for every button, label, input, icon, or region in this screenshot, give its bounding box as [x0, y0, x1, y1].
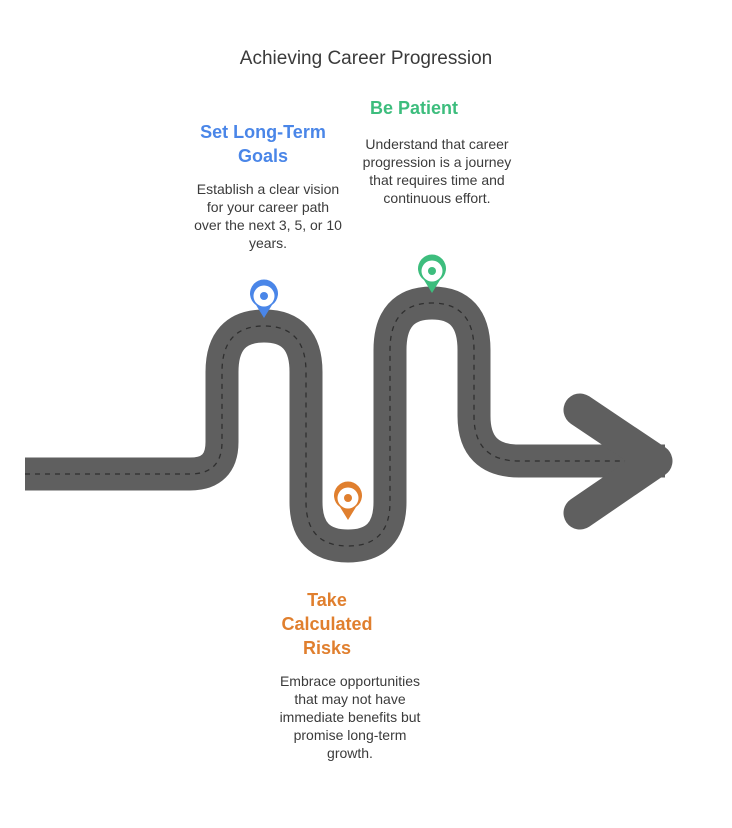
- goals-description: Establish a clear vision for your career…: [194, 181, 342, 251]
- risks-description: Embrace opportunities that may not have …: [279, 673, 421, 761]
- diagram-title: Achieving Career Progression: [239, 48, 493, 69]
- risks-location-pin-icon: [334, 481, 362, 520]
- goals-title: Set Long-Term Goals: [200, 122, 326, 166]
- arrow-head-icon: [563, 393, 673, 530]
- risks-title: Take Calculated Risks: [281, 590, 373, 658]
- patient-location-pin-icon: [418, 254, 446, 293]
- road-center-line: [25, 302, 625, 547]
- patient-description: Understand that career progression is a …: [362, 136, 512, 206]
- goals-location-pin-icon: [250, 279, 278, 318]
- patient-title: Be Patient: [369, 98, 459, 118]
